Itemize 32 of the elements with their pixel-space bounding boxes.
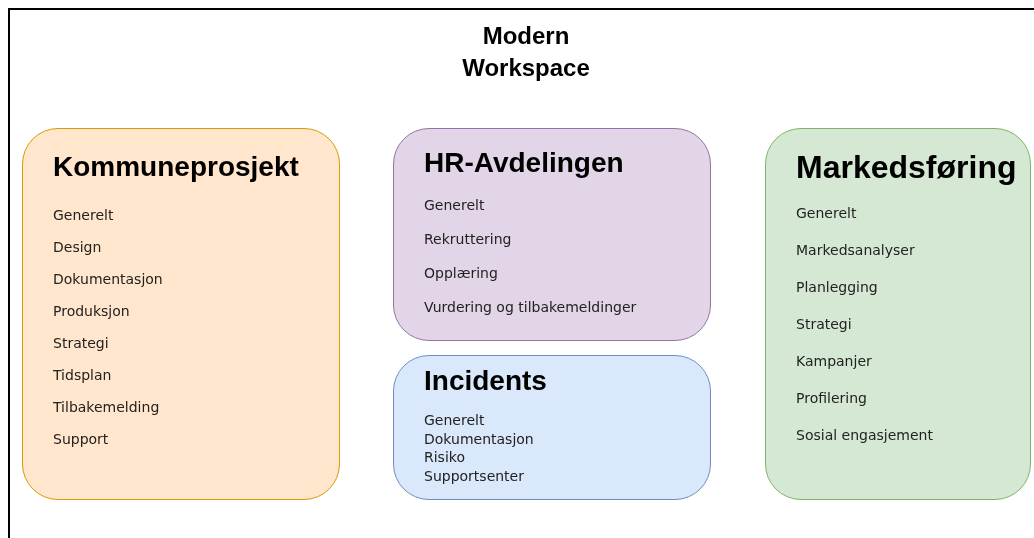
list-item: Sosial engasjement bbox=[796, 427, 933, 443]
category-card bbox=[393, 128, 711, 341]
category-card bbox=[22, 128, 340, 500]
card-heading: Markedsføring bbox=[796, 148, 1017, 187]
list-item: Markedsanalyser bbox=[796, 242, 915, 258]
list-item: Strategi bbox=[796, 316, 852, 332]
list-item: Rekruttering bbox=[424, 231, 512, 247]
list-item: Tilbakemelding bbox=[53, 399, 160, 415]
list-item: Supportsenter bbox=[424, 467, 524, 484]
list-item: Generelt bbox=[796, 205, 857, 221]
list-item: Risiko bbox=[424, 449, 465, 465]
list-item: Support bbox=[53, 431, 109, 447]
list-item: Generelt bbox=[424, 412, 485, 428]
card-heading: HR-Avdelingen bbox=[424, 146, 624, 180]
list-item: Profilering bbox=[796, 390, 867, 406]
category-card bbox=[765, 128, 1031, 500]
card-heading: Incidents bbox=[424, 364, 547, 398]
category-card bbox=[393, 355, 711, 500]
list-item: Vurdering og tilbakemeldinger bbox=[424, 299, 637, 315]
list-item: Kampanjer bbox=[796, 353, 872, 369]
list-item: Dokumentasjon bbox=[53, 271, 163, 287]
card-heading: Kommuneprosjekt bbox=[53, 150, 299, 184]
list-item: Opplæring bbox=[424, 265, 498, 281]
diagram-title: Modern Workspace bbox=[461, 21, 591, 83]
list-item: Generelt bbox=[53, 207, 114, 223]
list-item: Produksjon bbox=[53, 303, 130, 319]
list-item: Generelt bbox=[424, 197, 485, 213]
list-item: Planlegging bbox=[796, 279, 878, 295]
list-item: Dokumentasjon bbox=[424, 430, 534, 447]
list-item: Design bbox=[53, 239, 102, 255]
list-item: Strategi bbox=[53, 335, 109, 351]
list-item: Tidsplan bbox=[53, 367, 112, 383]
